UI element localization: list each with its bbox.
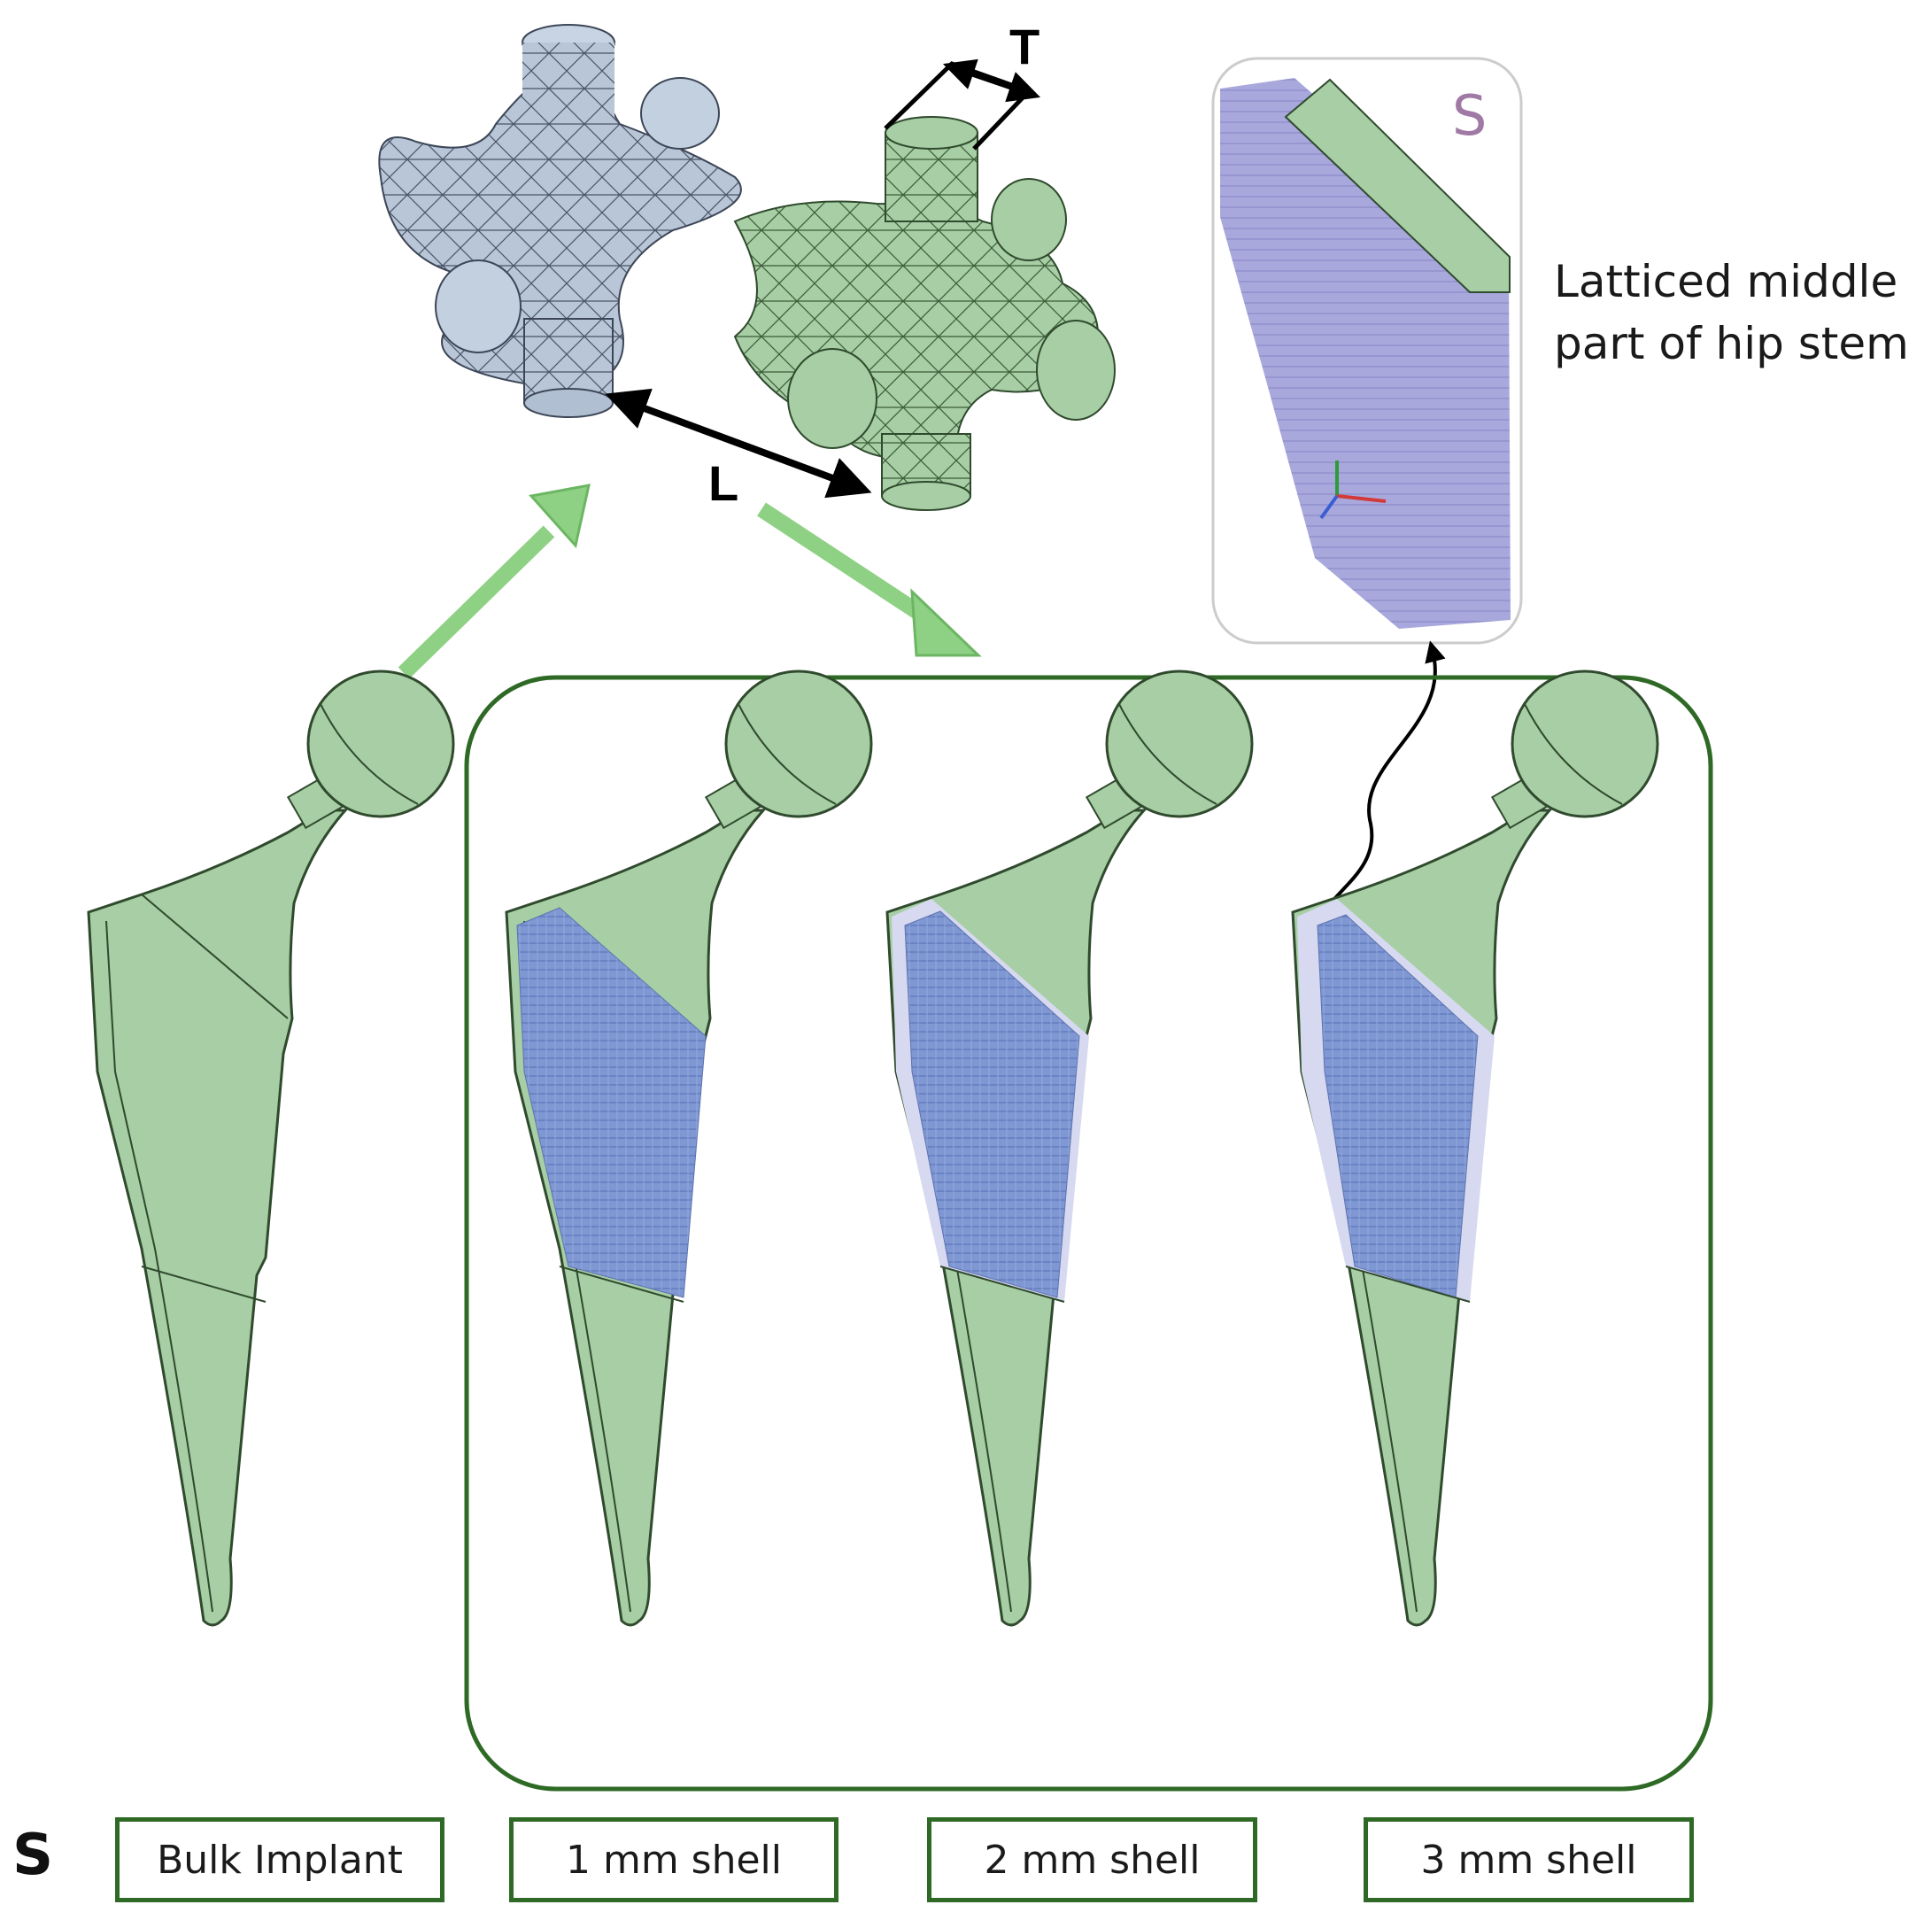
stem-edge-line: [105, 920, 213, 1613]
stem-section-line: [1345, 1266, 1471, 1303]
stem-section-line: [939, 1266, 1065, 1303]
arrow-up-to-cell: [398, 484, 591, 679]
stem-edge-line: [523, 920, 631, 1613]
label-2mm-shell: 2 mm shell: [927, 1817, 1257, 1902]
hip-stem-1: [505, 670, 873, 1627]
femoral-head-line: [320, 703, 419, 805]
inset-marker: S: [1452, 83, 1487, 148]
femoral-head: [724, 670, 873, 818]
hip-stem-3: [1291, 670, 1659, 1627]
stem-lattice-region: [516, 907, 707, 1298]
arrow-down-to-variants: [757, 502, 982, 657]
stem-edge-line: [1310, 920, 1418, 1613]
stem-edge-line: [904, 920, 1012, 1613]
dimension-l-arrow: [605, 388, 872, 499]
dimension-t-label: T: [1009, 19, 1039, 74]
femoral-head: [1105, 670, 1254, 818]
dimension-l-label: L: [708, 455, 738, 511]
hip-stem-0: [87, 670, 455, 1627]
inset-panel: [1211, 57, 1523, 645]
stem-section-line: [141, 894, 289, 1019]
stem-section-line: [559, 1266, 684, 1303]
stem-section-line: [141, 1266, 267, 1303]
label-text: Bulk Implant: [157, 1837, 403, 1883]
label-text: 1 mm shell: [565, 1837, 783, 1883]
lattice-unit-cell: T L: [378, 19, 1116, 511]
axis-triad-icon: [1319, 461, 1387, 520]
label-1mm-shell: 1 mm shell: [509, 1817, 838, 1902]
femoral-head: [306, 670, 455, 818]
femoral-head-line: [1524, 703, 1623, 805]
unit-cell-green-node: [733, 116, 1116, 511]
stem-body: [87, 809, 349, 1627]
femoral-head: [1511, 670, 1659, 818]
variants-frame: [464, 675, 1713, 1792]
hip-stem-2: [885, 670, 1254, 1627]
label-3mm-shell: 3 mm shell: [1364, 1817, 1694, 1902]
label-text: 3 mm shell: [1420, 1837, 1637, 1883]
label-text: 2 mm shell: [984, 1837, 1201, 1883]
label-bulk-implant: Bulk Implant: [115, 1817, 444, 1902]
inset-caption: Latticed middle part of hip stem: [1554, 251, 1909, 375]
femoral-head-line: [738, 703, 837, 805]
inset-caption-line2: part of hip stem: [1554, 318, 1909, 369]
hip-stems: [87, 670, 1659, 1627]
dimension-t: [884, 58, 1041, 151]
stem-lattice-region: [904, 910, 1080, 1298]
variants-marker: S: [12, 1823, 54, 1888]
unit-cell-gray-node: [378, 24, 742, 418]
femoral-head-line: [1118, 703, 1217, 805]
inset-caption-line1: Latticed middle: [1554, 256, 1898, 307]
